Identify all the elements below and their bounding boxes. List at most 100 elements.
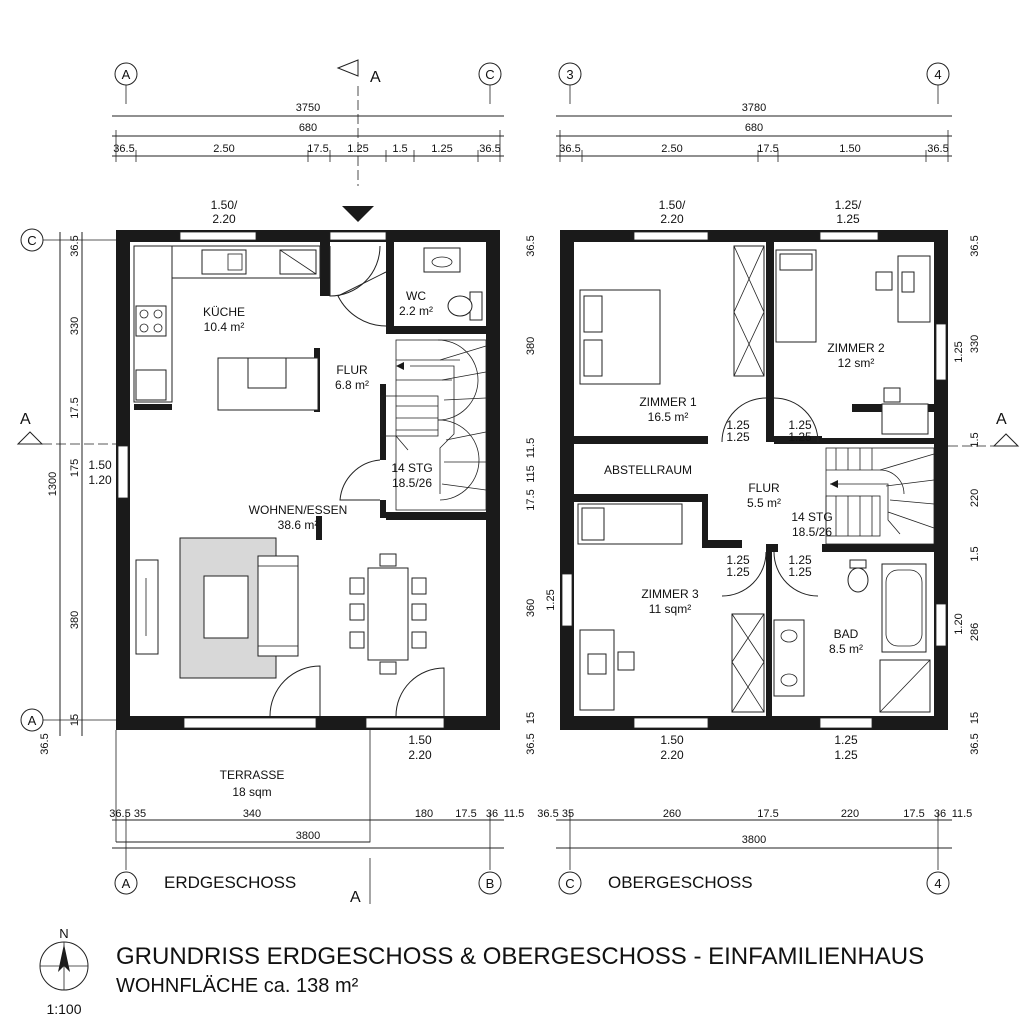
dimension-chain: 36.5	[479, 143, 500, 155]
dimension-chain: 2.50	[213, 143, 234, 155]
dimension-chain: 2.50	[661, 143, 682, 155]
section-arrow-icon	[16, 431, 44, 445]
wc-door[interactable]	[337, 271, 387, 327]
stair-door[interactable]	[339, 459, 381, 501]
wardrobe	[733, 245, 765, 377]
room-name: ZIMMER 3	[641, 587, 699, 601]
window-dim: 1.50	[408, 733, 432, 747]
bad-door[interactable]	[773, 551, 819, 597]
cooktop-icon	[135, 305, 167, 337]
room-area: 18 sqm	[232, 785, 271, 799]
door-dim: 1.25	[788, 430, 812, 444]
dimension-total: 3800	[296, 830, 320, 842]
axis-label: 4	[934, 67, 941, 82]
window-dim: 1.50	[88, 458, 112, 472]
dimension-chain: 180	[415, 808, 433, 820]
window-dim: 1.50/	[211, 198, 238, 212]
dimension-chain: 17.5	[757, 808, 778, 820]
axis-label: A	[122, 876, 131, 891]
sofa	[257, 555, 299, 657]
section-marker-label: A	[20, 411, 31, 428]
drawing-subtitle: WOHNFLÄCHE ca. 138 m²	[116, 975, 359, 997]
section-marker-label: A	[350, 889, 361, 906]
staircase	[381, 339, 487, 511]
door-dim: 1.25	[788, 418, 812, 432]
zimmer3-door[interactable]	[721, 551, 767, 597]
island-sink-icon	[247, 357, 287, 389]
drawing-title: GRUNDRISS ERDGESCHOSS & OBERGESCHOSS - E…	[116, 943, 924, 970]
dimension-chain: 35	[562, 808, 574, 820]
axis-label: 3	[566, 67, 573, 82]
door-dim: 1.25	[726, 565, 750, 579]
window-dim: 1.50/	[659, 198, 686, 212]
desk	[881, 403, 929, 435]
axis-marker-a-bottom	[114, 871, 138, 895]
axis-label: A	[122, 67, 131, 82]
dimension-second: 680	[299, 122, 317, 134]
wc-basin-icon	[423, 247, 461, 273]
window-dim: 1.50	[660, 733, 684, 747]
room-area: 5.5 m²	[747, 496, 781, 510]
dimension-chain: 1.25	[347, 143, 368, 155]
floor-name: OBERGESCHOSS	[608, 873, 753, 892]
dimension-total: 3750	[296, 102, 320, 114]
room-name: ZIMMER 1	[639, 395, 697, 409]
dimension-total: 3780	[742, 102, 766, 114]
room-name: ZIMMER 2	[827, 341, 885, 355]
window-dim: 1.20	[88, 473, 112, 487]
window-dim: 1.25	[836, 212, 860, 226]
dimension-chain: 1.25	[545, 589, 557, 610]
dimension-chain: 380	[69, 611, 81, 629]
dimension-chain: 1.25	[431, 143, 452, 155]
dimension-chain: 36.5	[109, 808, 130, 820]
window-dim: 2.20	[660, 212, 684, 226]
room-area: 12 sm²	[838, 356, 875, 370]
axis-label: 4	[934, 876, 941, 891]
dimension-chain: 36	[934, 808, 946, 820]
dimension-chain: 17.5	[455, 808, 476, 820]
chair-icon	[883, 387, 901, 403]
room-name: TERRASSE	[220, 768, 285, 782]
room-area: 2.2 m²	[399, 304, 433, 318]
desk	[579, 629, 615, 711]
terrace-door-right[interactable]	[395, 667, 445, 717]
axis-label: C	[565, 876, 574, 891]
upper-floor-plan: 3 4 3780 680 36.5 2.50 17.5 1.50 36.5 1.…	[525, 62, 1020, 895]
chair-icon	[617, 651, 635, 671]
zimmer2-door[interactable]	[773, 397, 819, 443]
dimension-chain: 15	[69, 714, 81, 726]
title-block: N 1:100 GRUNDRISS ERDGESCHOSS & OBERGESC…	[39, 926, 924, 1017]
dimension-chain: 36.5	[537, 808, 558, 820]
dimension-chain: 220	[841, 808, 859, 820]
door-dim: 1.25	[726, 553, 750, 567]
stair-name: 14 STG	[791, 510, 832, 524]
dimension-chain: 360	[525, 599, 537, 617]
dimension-chain: 1.25	[953, 341, 965, 362]
stair-spec: 18.5/26	[792, 525, 832, 539]
dimension-chain: 17.5	[69, 397, 81, 418]
terrace-door-left[interactable]	[269, 665, 321, 717]
axis-label: C	[27, 233, 36, 248]
axis-label: A	[28, 713, 37, 728]
room-area: 6.8 m²	[335, 378, 369, 392]
dimension-chain: 220	[969, 489, 981, 507]
axis-marker-b-bottom	[478, 871, 502, 895]
scale-label: 1:100	[46, 1001, 81, 1017]
dimension-chain: 380	[525, 337, 537, 355]
double-vanity	[773, 619, 805, 697]
bathtub	[881, 563, 927, 653]
window-dim: 1.25/	[835, 198, 862, 212]
dimension-chain: 36.5	[927, 143, 948, 155]
wardrobe	[731, 613, 765, 713]
room-name: ABSTELLRAUM	[604, 463, 692, 477]
dimension-chain: 36.5	[69, 235, 81, 256]
dimension-chain: 1.5	[392, 143, 407, 155]
toilet-icon	[447, 295, 473, 317]
chair-icon	[875, 271, 893, 291]
room-name: WOHNEN/ESSEN	[249, 503, 348, 517]
section-marker-label: A	[996, 411, 1007, 428]
dimension-total: 3800	[742, 834, 766, 846]
zimmer1-door[interactable]	[721, 397, 767, 443]
entrance-arrow-icon	[342, 206, 374, 222]
